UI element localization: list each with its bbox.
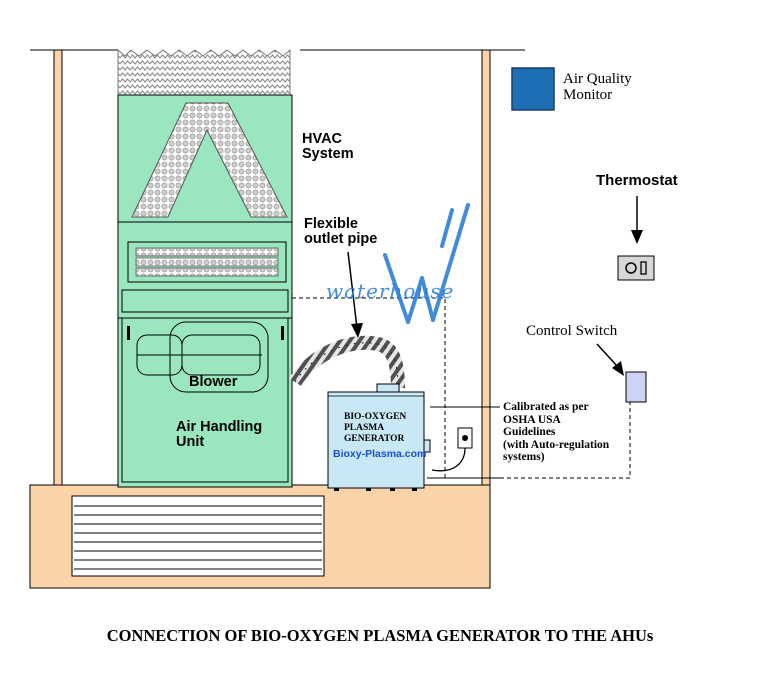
filter-slot — [121, 289, 289, 313]
thermostat-label: Thermostat — [596, 172, 678, 189]
flexible-outlet-pipe-label-line-1: Flexible — [304, 216, 358, 232]
hvac-system-label: HVAC System — [302, 131, 354, 163]
generator-body — [327, 391, 425, 489]
watermark-logo — [383, 203, 470, 324]
air-handling-unit-label-line-1: Air Handling — [176, 419, 263, 435]
watermark-wordmark: waterhouse — [326, 279, 455, 303]
calibration-note-line-4: (with Auto-regulation — [503, 438, 610, 451]
calibration-note: Calibrated as per OSHA USA Guidelines (w… — [503, 401, 609, 464]
generator-top-connector — [376, 383, 400, 393]
return-air-grille — [71, 495, 325, 577]
heater-coil-row-3 — [135, 267, 279, 277]
control-switch-label: Control Switch — [526, 323, 618, 339]
supply-duct — [117, 48, 291, 96]
generator-label: BIO-OXYGEN PLASMA GENERATOR — [344, 412, 406, 445]
pipe-pointer-arrowhead — [351, 323, 363, 338]
thermostat-button — [640, 261, 647, 275]
hvac-system-label-line-1: HVAC — [302, 131, 343, 147]
pipe-pointer-line — [347, 251, 358, 329]
diagram-caption: CONNECTION OF BIO-OXYGEN PLASMA GENERATO… — [106, 626, 654, 645]
power-cord — [431, 447, 466, 472]
dashed-connection-lines — [292, 297, 631, 479]
thermostat-pointer-arrowhead — [631, 230, 643, 244]
generator-feet — [334, 488, 417, 491]
calibration-note-line-3: Guidelines — [503, 426, 556, 438]
control-switch-pointer-arrowhead — [612, 361, 624, 376]
generator-label-line-1: BIO-OXYGEN — [344, 412, 407, 422]
air-quality-monitor-label-line-1: Air Quality — [563, 71, 632, 87]
calibration-note-line-2: OSHA USA — [503, 413, 561, 426]
control-switch-pointer-line — [596, 343, 618, 367]
door-latch-right — [281, 326, 284, 340]
heater-coil-row-2 — [135, 257, 279, 267]
power-outlet-socket — [462, 435, 468, 441]
blower-housing — [169, 321, 269, 393]
generator-side-port — [423, 439, 431, 453]
flexible-outlet-pipe-label: Flexible outlet pipe — [304, 216, 378, 248]
air-quality-monitor-label-line-2: Monitor — [563, 86, 613, 103]
flexible-outlet-pipe-label-line-2: outlet pipe — [304, 231, 378, 248]
calibration-note-line-5: systems) — [503, 451, 545, 463]
ahu-door — [121, 317, 289, 483]
evaporator-coil — [131, 102, 288, 218]
right-wall — [481, 49, 491, 486]
air-handling-unit-label: Air Handling Unit — [176, 419, 263, 451]
flexible-outlet-pipe-outline — [294, 342, 399, 389]
control-switch-device — [625, 371, 647, 403]
generator-site-label: Bioxy-Plasma.com — [333, 448, 427, 460]
thermostat-dial — [625, 262, 637, 274]
calibration-note-line-1: Calibrated as per — [503, 401, 589, 413]
air-quality-monitor-label: Air Quality Monitor — [563, 71, 632, 104]
air-quality-monitor-device — [511, 67, 555, 111]
generator-label-line-3: GENERATOR — [344, 434, 405, 444]
air-handling-unit-label-line-2: Unit — [176, 434, 205, 451]
flexible-outlet-pipe — [289, 335, 405, 389]
blower-label: Blower — [189, 374, 238, 390]
left-wall — [53, 49, 63, 486]
generator-label-line-2: PLASMA — [344, 423, 385, 433]
hvac-system-label-line-2: System — [302, 146, 354, 163]
grille-slats — [74, 505, 322, 570]
heater-coil-row-1 — [135, 247, 279, 257]
door-latch-left — [127, 326, 130, 340]
